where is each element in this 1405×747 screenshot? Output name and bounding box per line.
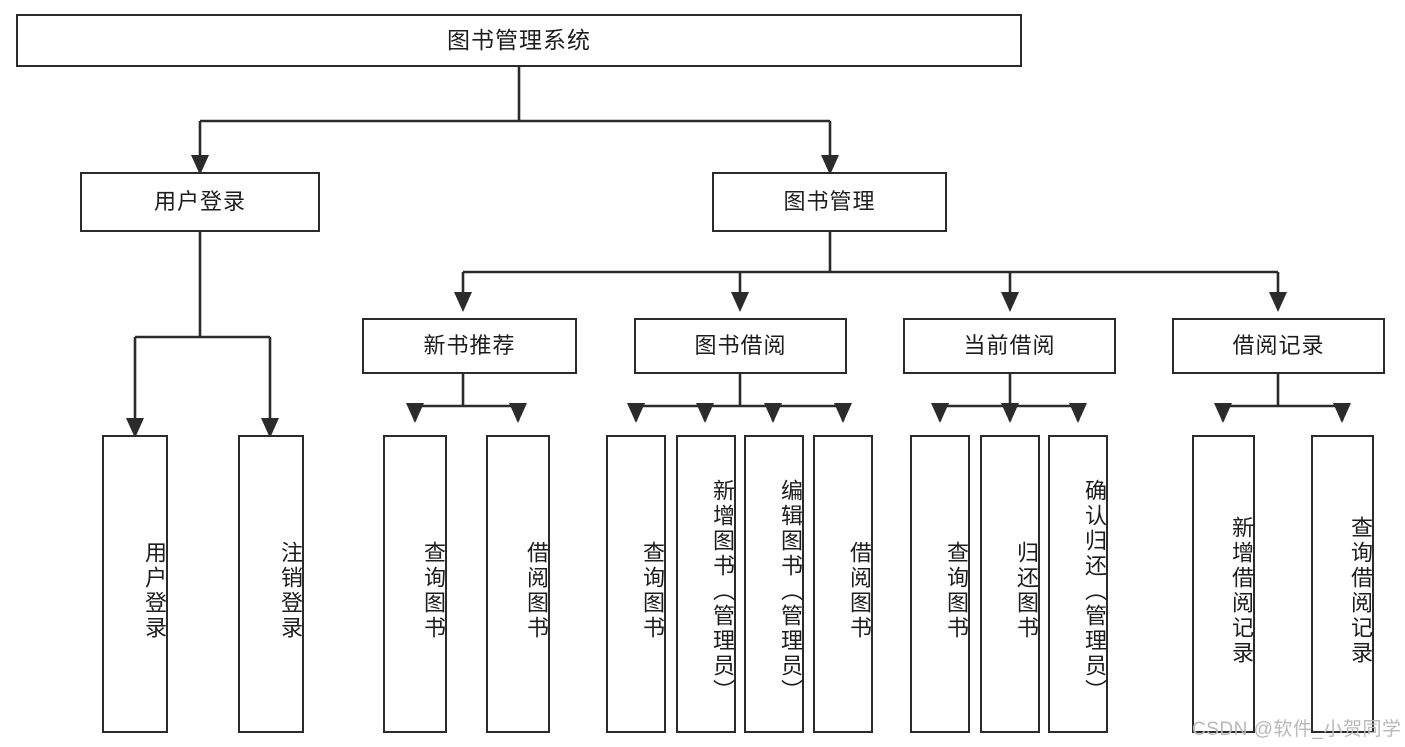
leaf-book-borrow-1[interactable]: 查询图书 bbox=[606, 435, 666, 733]
leaf-book-borrow-4-label: 借阅图书 bbox=[847, 541, 872, 641]
node-root-label: 图书管理系统 bbox=[447, 26, 591, 53]
leaf-current-borrow-3-label: 确认归还（管理员） bbox=[1082, 478, 1107, 704]
csdn-watermark: CSDN @软件_小贺同学 bbox=[1192, 719, 1402, 740]
node-root[interactable]: 图书管理系统 bbox=[16, 14, 1022, 67]
leaf-new-book-2[interactable]: 借阅图书 bbox=[486, 435, 550, 733]
arrowhead-borrow-leaf-3 bbox=[764, 403, 782, 423]
leaf-current-borrow-2[interactable]: 归还图书 bbox=[980, 435, 1040, 733]
leaf-user-login-2[interactable]: 注销登录 bbox=[238, 435, 304, 733]
node-new-book-recommend-label: 新书推荐 bbox=[423, 332, 516, 358]
arrowhead-new-book-leaf-2 bbox=[509, 403, 527, 423]
arrowhead-borrow-leaf-2 bbox=[696, 403, 714, 423]
node-user-login[interactable]: 用户登录 bbox=[80, 172, 320, 232]
arrowhead-new-book-leaf-1 bbox=[406, 403, 424, 423]
leaf-borrow-record-2[interactable]: 查询借阅记录 bbox=[1311, 435, 1374, 733]
leaf-user-login-1-label: 用户登录 bbox=[142, 541, 167, 641]
node-new-book-recommend[interactable]: 新书推荐 bbox=[362, 318, 577, 374]
leaf-new-book-2-label: 借阅图书 bbox=[524, 541, 549, 641]
leaf-book-borrow-3-label: 编辑图书（管理员） bbox=[778, 478, 803, 704]
node-book-borrow-label: 图书借阅 bbox=[694, 332, 787, 358]
arrowhead-borrow-leaf-1 bbox=[627, 403, 645, 423]
arrowhead-record-leaf-1 bbox=[1214, 403, 1232, 423]
arrowhead-record-leaf-2 bbox=[1333, 403, 1351, 423]
leaf-borrow-record-2-label: 查询借阅记录 bbox=[1348, 516, 1373, 666]
arrowhead-current-leaf-3 bbox=[1069, 403, 1087, 423]
leaf-user-login-2-label: 注销登录 bbox=[278, 541, 303, 641]
leaf-new-book-1-label: 查询图书 bbox=[421, 541, 446, 641]
leaf-current-borrow-2-label: 归还图书 bbox=[1014, 541, 1039, 641]
node-borrow-record[interactable]: 借阅记录 bbox=[1172, 318, 1385, 374]
leaf-user-login-1[interactable]: 用户登录 bbox=[102, 435, 168, 733]
node-borrow-record-label: 借阅记录 bbox=[1232, 332, 1325, 358]
node-current-borrow[interactable]: 当前借阅 bbox=[903, 318, 1116, 374]
leaf-new-book-1[interactable]: 查询图书 bbox=[383, 435, 447, 733]
arrowhead-new-book bbox=[454, 292, 472, 312]
node-user-login-label: 用户登录 bbox=[153, 188, 246, 214]
leaf-current-borrow-1[interactable]: 查询图书 bbox=[910, 435, 970, 733]
node-book-manage-label: 图书管理 bbox=[783, 188, 876, 214]
leaf-book-borrow-1-label: 查询图书 bbox=[640, 541, 665, 641]
arrowhead-borrow-leaf-4 bbox=[834, 403, 852, 423]
leaf-book-borrow-4[interactable]: 借阅图书 bbox=[813, 435, 873, 733]
node-book-manage[interactable]: 图书管理 bbox=[712, 172, 947, 232]
leaf-borrow-record-1-label: 新增借阅记录 bbox=[1229, 516, 1254, 666]
node-current-borrow-label: 当前借阅 bbox=[963, 332, 1056, 358]
arrowhead-current-leaf-2 bbox=[1001, 403, 1019, 423]
arrowhead-current bbox=[1001, 292, 1019, 312]
leaf-current-borrow-1-label: 查询图书 bbox=[944, 541, 969, 641]
leaf-book-borrow-2-label: 新增图书（管理员） bbox=[710, 478, 735, 704]
arrowhead-record bbox=[1269, 292, 1287, 312]
leaf-borrow-record-1[interactable]: 新增借阅记录 bbox=[1192, 435, 1255, 733]
node-book-borrow[interactable]: 图书借阅 bbox=[634, 318, 847, 374]
arrowhead-borrow bbox=[731, 292, 749, 312]
leaf-book-borrow-3[interactable]: 编辑图书（管理员） bbox=[744, 435, 804, 733]
arrowhead-current-leaf-1 bbox=[931, 403, 949, 423]
leaf-current-borrow-3[interactable]: 确认归还（管理员） bbox=[1048, 435, 1108, 733]
leaf-book-borrow-2[interactable]: 新增图书（管理员） bbox=[676, 435, 736, 733]
